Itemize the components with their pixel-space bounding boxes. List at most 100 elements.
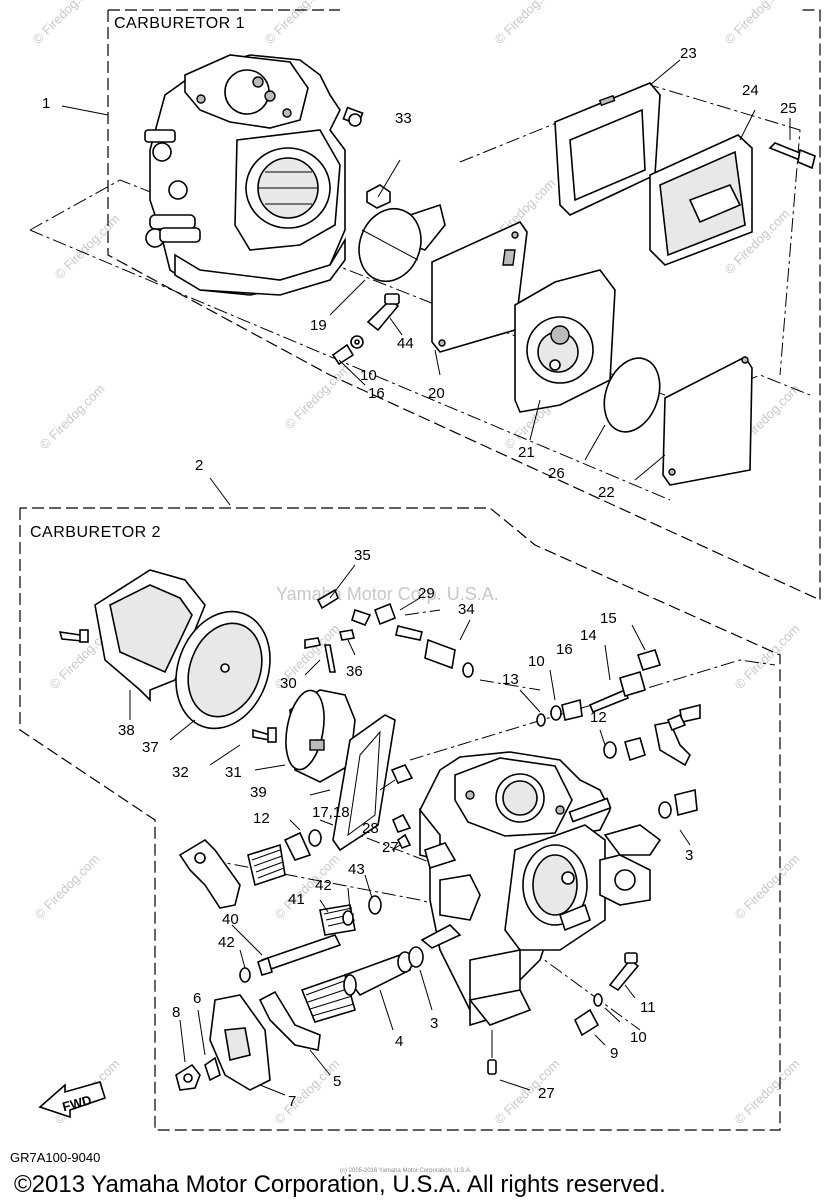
part-7-cam	[209, 994, 286, 1096]
part-spring	[300, 973, 356, 1023]
callout-10: 10	[360, 367, 377, 384]
carburetor-2-title: CARBURETOR 2	[30, 524, 161, 541]
callout-16b: 16	[556, 641, 573, 658]
parts-12-left-spring	[178, 819, 322, 909]
callout-41: 41	[288, 891, 305, 908]
watermark: © Firedog.com	[30, 0, 101, 47]
parts-17-18-27-28	[379, 764, 414, 851]
parts-12-bracket	[599, 703, 701, 846]
callout-29: 29	[418, 585, 435, 602]
callout-33: 33	[395, 110, 412, 127]
callout-5: 5	[333, 1073, 341, 1090]
part-4-sleeve	[343, 946, 433, 1031]
callout-39: 39	[250, 784, 267, 801]
callout-16: 16	[368, 385, 385, 402]
callout-36: 36	[346, 663, 363, 680]
parts-6-8	[175, 1009, 221, 1091]
callout-3: 3	[685, 847, 693, 864]
callout-34: 34	[458, 601, 475, 618]
callout-12: 12	[590, 709, 607, 726]
callout-4: 4	[395, 1033, 403, 1050]
callout-2: 2	[195, 457, 203, 474]
callout-8: 8	[172, 1004, 180, 1021]
carburetor-2-boundary	[19, 507, 781, 1131]
callout-25: 25	[780, 100, 797, 117]
part-22-gasket	[634, 355, 753, 486]
parts-29-34	[351, 597, 474, 678]
watermark: © Firedog.com	[722, 0, 793, 47]
callout-26: 26	[548, 465, 565, 482]
callout-11: 11	[640, 999, 656, 1016]
callouts: 1 2 19 44 10 16 20 21 26 22 23 24 25 33 …	[42, 45, 797, 1110]
part-sleeve-inner	[420, 924, 462, 949]
carburetor-2-group: CARBURETOR 2	[19, 477, 781, 1131]
carburetor-1-title: CARBURETOR 1	[114, 15, 245, 32]
part-5-lever	[258, 990, 331, 1076]
part-23-gasket	[554, 59, 681, 216]
part-19-diaphragm	[329, 203, 446, 316]
part-24-cover	[649, 109, 756, 266]
callout-23: 23	[680, 45, 697, 62]
callout-1: 1	[42, 95, 50, 112]
watermark: © Firedog.com	[732, 851, 803, 922]
callout-27: 27	[382, 839, 399, 856]
part-39-gasket	[309, 714, 396, 852]
part-33-screw	[366, 159, 401, 209]
watermark: © Firedog.com	[282, 361, 353, 432]
watermark: © Firedog.com	[732, 1056, 803, 1127]
carburetor-1-body	[144, 54, 364, 296]
watermark: © Firedog.com	[272, 1056, 343, 1127]
part-25-screw	[768, 118, 816, 170]
parts-40-43	[231, 874, 382, 983]
callout-44: 44	[397, 335, 414, 352]
callout-17-18: 17,18	[312, 804, 350, 821]
part-27-screw	[487, 1030, 531, 1091]
parts-44-10-16	[331, 293, 403, 386]
callout-32: 32	[172, 764, 189, 781]
callout-3b: 3	[430, 1015, 438, 1032]
callout-20: 20	[428, 385, 445, 402]
parts-9-10-11	[573, 952, 640, 1046]
callout-6: 6	[193, 990, 201, 1007]
callout-42b: 42	[218, 934, 235, 951]
part-20-gasket	[431, 220, 528, 376]
callout-12b: 12	[253, 810, 270, 827]
carburetor-1-boundary	[107, 9, 821, 601]
callout-31: 31	[225, 764, 242, 781]
callout-21: 21	[518, 444, 535, 461]
part-37-diaphragm	[169, 610, 271, 741]
callout-35: 35	[354, 547, 371, 564]
callout-42: 42	[315, 877, 332, 894]
parts-30-35-36	[304, 564, 356, 676]
watermark: © Firedog.com	[32, 851, 103, 922]
callout-43: 43	[348, 861, 365, 878]
callout-13: 13	[502, 671, 519, 688]
fwd-label: FWD	[61, 1092, 93, 1114]
callout-22: 22	[598, 484, 615, 501]
copyright-notice: ©2013 Yamaha Motor Corporation, U.S.A. A…	[14, 1171, 666, 1198]
callout-27b: 27	[538, 1085, 555, 1102]
watermark: © Firedog.com	[37, 381, 108, 452]
part-21-cover	[514, 269, 616, 441]
callout-24: 24	[742, 82, 759, 99]
carburetor-2-body	[419, 751, 662, 1027]
part-32-screw	[209, 727, 277, 766]
watermark: © Firedog.com	[492, 0, 563, 47]
carburetor-1-group: CARBURETOR 1	[29, 9, 821, 601]
callout-40: 40	[222, 911, 239, 928]
callout-15: 15	[600, 610, 617, 627]
callout-10b: 10	[528, 653, 545, 670]
callout-38: 38	[118, 722, 135, 739]
part-26-o-ring	[584, 357, 661, 461]
callout-19: 19	[310, 317, 327, 334]
callout-9: 9	[610, 1045, 618, 1062]
tiny-note: (c) 2005-2016 Yamaha Motor Corporation, …	[340, 1168, 472, 1174]
watermark: © Firedog.com	[732, 621, 803, 692]
callout-14: 14	[580, 627, 597, 644]
watermark: © Firedog.com	[52, 211, 123, 282]
watermark: © Firedog.com	[262, 0, 333, 47]
callout-10c: 10	[630, 1029, 647, 1046]
part-31-pump-body	[254, 689, 356, 783]
forward-arrow-icon: FWD	[38, 1081, 106, 1119]
